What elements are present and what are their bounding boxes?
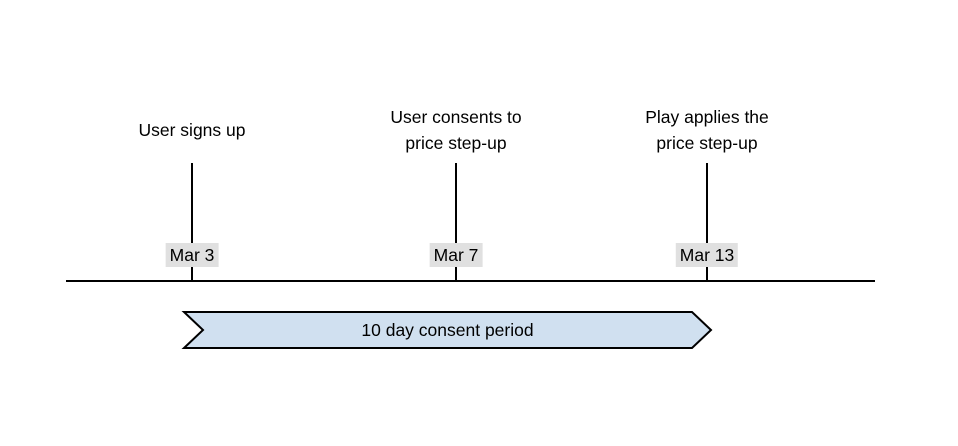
event-label-signup: User signs up [138,120,246,140]
event-date-consent: Mar 7 [429,243,483,267]
event-tick-signup [191,163,193,281]
event-date-signup: Mar 3 [165,243,219,267]
event-date-apply: Mar 13 [675,243,739,267]
timeline-axis [66,280,875,282]
event-tick-apply [706,163,708,281]
event-tick-consent [455,163,457,281]
banner-shape [181,311,713,349]
consent-period-banner: 10 day consent period [181,311,713,349]
banner-chevron-polygon [181,311,713,349]
